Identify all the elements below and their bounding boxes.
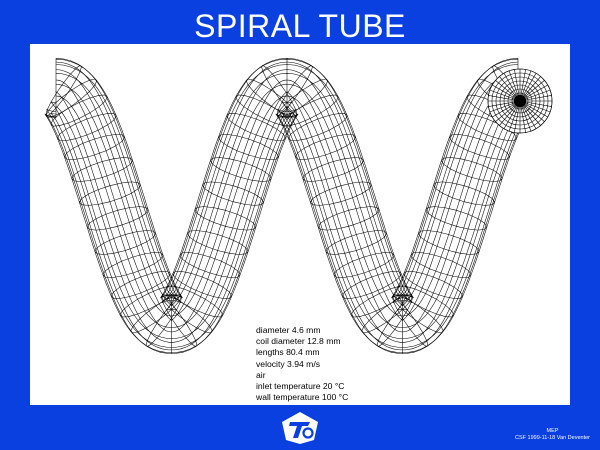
mesh-ring-line bbox=[186, 230, 249, 255]
mesh-ring-line bbox=[57, 113, 117, 141]
mesh-ring-line bbox=[392, 294, 444, 334]
footer-credit: CSF 1999-11-18 Van Deventer bbox=[514, 435, 590, 441]
parameter-length: lengths 80.4 mm bbox=[256, 347, 320, 358]
mesh-ring-line bbox=[45, 65, 82, 117]
parameter-list: diameter 4.6 mm coil diameter 12.8 mm le… bbox=[256, 325, 348, 403]
parameter-wall-temperature: wall temperature 100 °C bbox=[256, 392, 349, 403]
mesh-ring-line bbox=[276, 65, 313, 117]
mesh-ring-line bbox=[281, 94, 339, 127]
mesh-ring-line bbox=[130, 294, 182, 334]
mesh-ring-line bbox=[333, 252, 395, 278]
slide-title: SPIRAL TUBE bbox=[194, 8, 406, 44]
mesh-ring-line bbox=[119, 285, 178, 318]
mesh-ring-line bbox=[172, 271, 233, 299]
parameter-medium: air bbox=[256, 369, 266, 380]
spiral-tube-mesh bbox=[44, 58, 553, 354]
mesh-ring-line bbox=[361, 294, 413, 334]
mesh-ring-line bbox=[110, 271, 171, 299]
mesh-ring-line bbox=[310, 181, 372, 206]
mesh-ring-line bbox=[145, 295, 182, 347]
mesh-ring-line bbox=[218, 134, 279, 160]
parameter-diameter: diameter 4.6 mm bbox=[256, 325, 321, 335]
mesh-ring-line bbox=[341, 271, 402, 299]
mesh-ring-line bbox=[86, 206, 149, 231]
mesh-ring-line bbox=[302, 157, 364, 182]
mesh-ring-line bbox=[317, 206, 380, 231]
mesh-longitudinal-line bbox=[46, 115, 528, 354]
parameter-inlet-temperature: inlet temperature 20 °C bbox=[256, 381, 345, 392]
mesh-ring-line bbox=[94, 230, 157, 255]
mesh-ring-line bbox=[79, 181, 141, 206]
mesh-ring-line bbox=[325, 230, 388, 255]
mesh-ring-line bbox=[276, 78, 329, 118]
mesh-ring-line bbox=[350, 285, 409, 318]
mesh-longitudinal-line bbox=[46, 109, 528, 348]
mesh-ring-line bbox=[441, 157, 503, 182]
mesh-ring-line bbox=[410, 252, 472, 278]
mesh-ring-line bbox=[425, 206, 488, 231]
parameter-velocity: velocity 3.94 m/s bbox=[256, 358, 320, 369]
mesh-ring-line bbox=[165, 285, 224, 318]
mesh-ring-line bbox=[202, 181, 264, 206]
mesh-ring-line bbox=[161, 294, 213, 334]
mesh-ring-line bbox=[295, 134, 356, 160]
mesh-ring-line bbox=[396, 285, 455, 318]
mesh-ring-line bbox=[50, 94, 108, 127]
mesh-longitudinal-line bbox=[44, 113, 530, 353]
mesh-ring-line bbox=[417, 230, 480, 255]
mesh-longitudinal-line bbox=[50, 112, 524, 351]
mesh-ring-line bbox=[392, 295, 429, 347]
mesh-ring-line bbox=[433, 181, 495, 206]
mesh-ring-line bbox=[210, 157, 272, 182]
mesh-ring-line bbox=[194, 206, 257, 231]
mesh-ring-line bbox=[403, 271, 464, 299]
end-cap-hub bbox=[513, 94, 527, 108]
mesh-ring-line bbox=[376, 295, 413, 347]
mesh-ring-line bbox=[71, 157, 133, 182]
mesh-longitudinal-line bbox=[55, 95, 519, 333]
mesh-ring-line bbox=[245, 78, 298, 118]
mesh-ring-line bbox=[45, 78, 98, 118]
footer-label: MEP bbox=[546, 428, 559, 434]
mesh-ring-line bbox=[64, 134, 125, 160]
diagram-panel: diameter 4.6 mm coil diameter 12.8 mm le… bbox=[30, 44, 570, 405]
parameter-coil-diameter: coil diameter 12.8 mm bbox=[256, 336, 341, 347]
tube-end-cap bbox=[487, 68, 553, 134]
mesh-ring-line bbox=[161, 295, 198, 347]
mesh-ring-line bbox=[261, 65, 298, 117]
footer: MEP CSF 1999-11-18 Van Deventer bbox=[515, 428, 590, 442]
mesh-ring-line bbox=[102, 252, 164, 278]
mesh-ring-line bbox=[449, 134, 510, 160]
mesh-longitudinal-line bbox=[55, 106, 519, 343]
mesh-ring-line bbox=[179, 252, 241, 278]
mesh-ring-line bbox=[226, 113, 286, 141]
mesh-ring-line bbox=[288, 113, 348, 141]
tno-logo-icon bbox=[282, 412, 318, 444]
